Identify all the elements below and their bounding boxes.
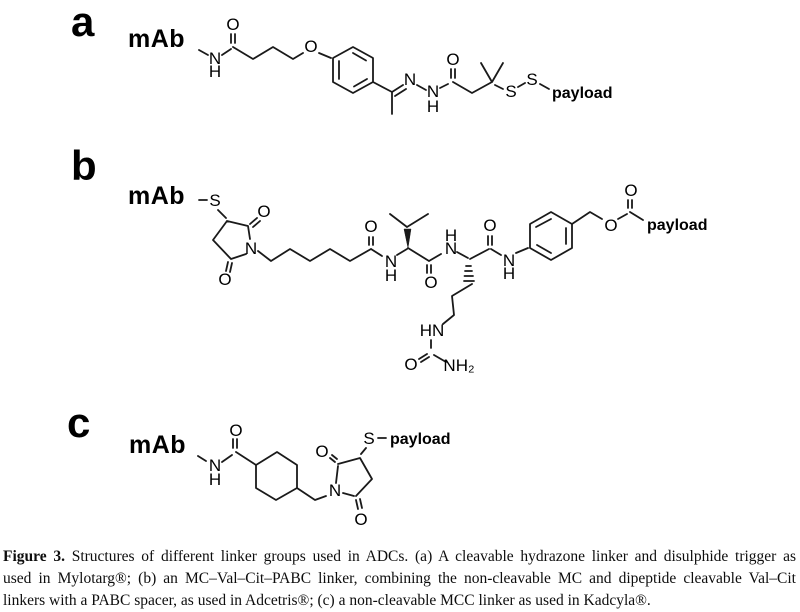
mab-label-b: mAb (128, 182, 185, 210)
atom-h: H (427, 97, 439, 116)
atom-o: O (304, 37, 317, 56)
bonds-a-single (198, 46, 550, 115)
caption-line-2: used in Mylotarg®; (b) an MC–Val–Cit–PAB… (3, 570, 796, 587)
atom-h: H (503, 264, 515, 283)
atom-nh2: NH₂ (443, 356, 474, 375)
atom-o: O (624, 181, 637, 200)
atom-o: O (446, 50, 459, 69)
benzene-ring-b-inner-bonds (535, 218, 567, 254)
atom-o: O (315, 442, 328, 461)
cyclohexane-ring-c (255, 451, 298, 501)
mab-label-c: mAb (129, 431, 186, 459)
atom-o: O (257, 202, 270, 221)
atom-o: O (424, 273, 437, 292)
atom-o: O (604, 216, 617, 235)
atom-s: S (363, 429, 374, 448)
panel-c-letter: c (67, 399, 90, 446)
atom-h: H (209, 62, 221, 81)
atom-o: O (229, 421, 242, 440)
bonds-b-double (225, 199, 633, 363)
atom-n: N (329, 481, 341, 500)
atom-s: S (505, 82, 516, 101)
atom-h: H (385, 266, 397, 285)
chemical-structures-canvas: a mAb N H O O N N H O S S payload b mAb … (67, 0, 707, 529)
caption-line-1-text: Structures of different linker groups us… (64, 548, 796, 565)
caption-line-3: linkers with a PABC spacer, as used in A… (3, 592, 651, 609)
payload-label-a: payload (552, 85, 612, 102)
val-solid-wedge (403, 228, 412, 249)
atom-h: H (209, 470, 221, 489)
atom-n: N (503, 251, 515, 270)
caption-line-1: Figure 3. Structures of different linker… (3, 546, 796, 568)
benzene-ring-b (529, 211, 573, 261)
bonds-c-double (232, 438, 363, 510)
cit-hashed-wedge (463, 265, 475, 282)
atom-n: N (445, 239, 457, 258)
atom-o: O (354, 510, 367, 529)
atom-o: O (404, 355, 417, 374)
atom-n: N (385, 252, 397, 271)
bonds-a-double (230, 33, 456, 97)
atom-n: N (209, 456, 221, 475)
caption-figure-label: Figure 3. (3, 548, 65, 565)
benzene-ring-a (332, 46, 374, 94)
benzene-ring-a-inner-bonds (338, 52, 368, 88)
atom-n: N (245, 239, 257, 258)
structure-panel-c: c mAb N H O O N O S payload (67, 399, 450, 529)
atom-o: O (226, 15, 239, 34)
atom-h: H (445, 226, 457, 245)
structure-panel-b: b mAb S O N O O N H O H N O N H O O payl… (71, 142, 707, 375)
bonds-c-single (197, 437, 387, 501)
atom-o: O (364, 217, 377, 236)
payload-label-c: payload (390, 431, 450, 448)
mab-label-a: mAb (128, 25, 185, 53)
atom-n: N (404, 70, 416, 89)
atom-n: N (209, 49, 221, 68)
payload-label-b: payload (647, 217, 707, 234)
figure-caption: Figure 3. Structures of different linker… (0, 546, 800, 612)
panel-a-letter: a (71, 0, 95, 45)
atom-hn: HN (420, 321, 445, 340)
atom-o: O (483, 216, 496, 235)
panel-b-letter: b (71, 142, 97, 189)
structure-panel-a: a mAb N H O O N N H O S S payload (71, 0, 612, 116)
atom-s: S (209, 191, 220, 210)
atom-n: N (427, 82, 439, 101)
atom-s: S (526, 70, 537, 89)
atom-o: O (218, 270, 231, 289)
bonds-b-single (198, 199, 644, 363)
